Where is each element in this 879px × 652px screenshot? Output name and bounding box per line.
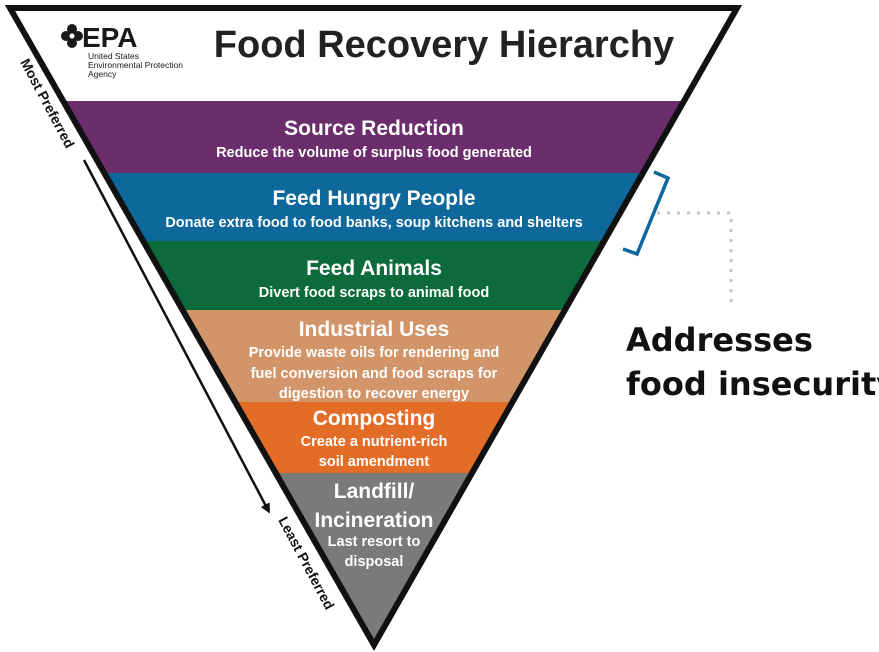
callout-text: Addresses food insecurity	[626, 318, 879, 406]
tier-desc-landfill-incineration-2: disposal	[345, 554, 404, 570]
tier-title-feed-animals: Feed Animals	[306, 257, 442, 280]
pyramid-outline	[4, 4, 743, 652]
tier-title-landfill-incineration-2: Incineration	[314, 509, 433, 532]
tier-desc-industrial-uses-2: fuel conversion and food scraps for	[251, 366, 498, 382]
epa-agency-line-3: Agency	[88, 69, 117, 79]
page-title: Food Recovery Hierarchy	[214, 24, 674, 66]
tier-desc-industrial-uses-3: digestion to recover energy	[279, 386, 469, 402]
tier-band-source-reduction	[10, 101, 737, 173]
tier-title-landfill-incineration-1: Landfill/	[334, 480, 415, 503]
tier-title-composting: Composting	[313, 407, 435, 430]
epa-agency-line-1: United States	[88, 51, 139, 61]
epa-wordmark: EPA	[82, 22, 138, 53]
tier-band-landfill-incineration	[10, 473, 737, 645]
tier-title-source-reduction: Source Reduction	[284, 117, 464, 140]
callout-bracket	[622, 170, 671, 257]
epa-logo: EPA United States Environmental Protecti…	[61, 22, 183, 79]
tier-title-feed-hungry-people: Feed Hungry People	[272, 187, 475, 210]
tier-desc-feed-animals: Divert food scraps to animal food	[259, 285, 489, 301]
callout-connector	[657, 211, 733, 304]
tier-desc-composting-2: soil amendment	[319, 454, 430, 470]
callout-line-1: Addresses	[626, 321, 813, 359]
tier-desc-composting-1: Create a nutrient-rich	[301, 434, 448, 450]
epa-flower-icon	[61, 24, 83, 48]
preference-arrow	[82, 159, 270, 514]
tier-title-industrial-uses: Industrial Uses	[299, 318, 450, 341]
callout-line-2: food insecurity	[626, 365, 879, 403]
epa-agency-line-2: Environmental Protection	[88, 60, 183, 70]
tier-desc-landfill-incineration-1: Last resort to	[328, 534, 421, 550]
tier-desc-industrial-uses-1: Provide waste oils for rendering and	[249, 345, 500, 361]
tier-desc-feed-hungry-people: Donate extra food to food banks, soup ki…	[165, 215, 582, 231]
tier-desc-source-reduction: Reduce the volume of surplus food genera…	[216, 145, 532, 161]
